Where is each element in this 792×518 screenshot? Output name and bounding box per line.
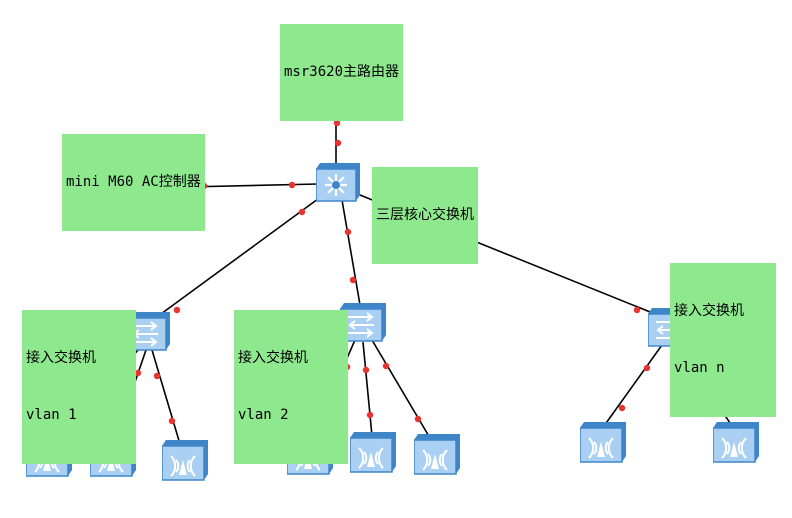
router-label-text: msr3620主路由器 (284, 64, 400, 80)
link-access2-ap2b (362, 341, 373, 437)
wireless-ap-icon-3b[interactable] (713, 422, 759, 464)
access2-vlan: vlan 2 (238, 407, 289, 423)
link-access2-ap2c (371, 339, 431, 439)
access2-title: 接入交换机 (238, 350, 308, 366)
access3-title: 接入交换机 (674, 303, 744, 319)
link-access1-ap1c (151, 349, 181, 445)
ac-label-text: mini M60 AC控制器 (66, 174, 201, 190)
link-core-access2 (341, 199, 361, 306)
access1-title: 接入交换机 (26, 350, 96, 366)
wireless-ap-icon-3a[interactable] (580, 422, 626, 464)
port-dots (66, 119, 722, 432)
link-ac-core (185, 183, 319, 188)
link-core-access1 (149, 195, 323, 323)
wireless-ap-icon-2c[interactable] (414, 434, 460, 476)
wireless-ap-icon-2b[interactable] (350, 432, 396, 474)
wireless-ap-icon-1c[interactable] (162, 440, 208, 482)
core-label-text: 三层核心交换机 (376, 207, 474, 223)
link-access3-ap3a (603, 344, 663, 427)
layer3-switch-icon[interactable] (316, 163, 360, 203)
access1-label: 接入交换机 vlan 1 (22, 310, 136, 464)
access3-vlan: vlan n (674, 360, 725, 376)
core-label: 三层核心交换机 (372, 167, 478, 264)
access2-label: 接入交换机 vlan 2 (234, 310, 348, 464)
ac-label: mini M60 AC控制器 (62, 134, 205, 231)
router-label: msr3620主路由器 (280, 24, 404, 121)
access3-label: 接入交换机 vlan n (670, 263, 776, 417)
access1-vlan: vlan 1 (26, 407, 77, 423)
